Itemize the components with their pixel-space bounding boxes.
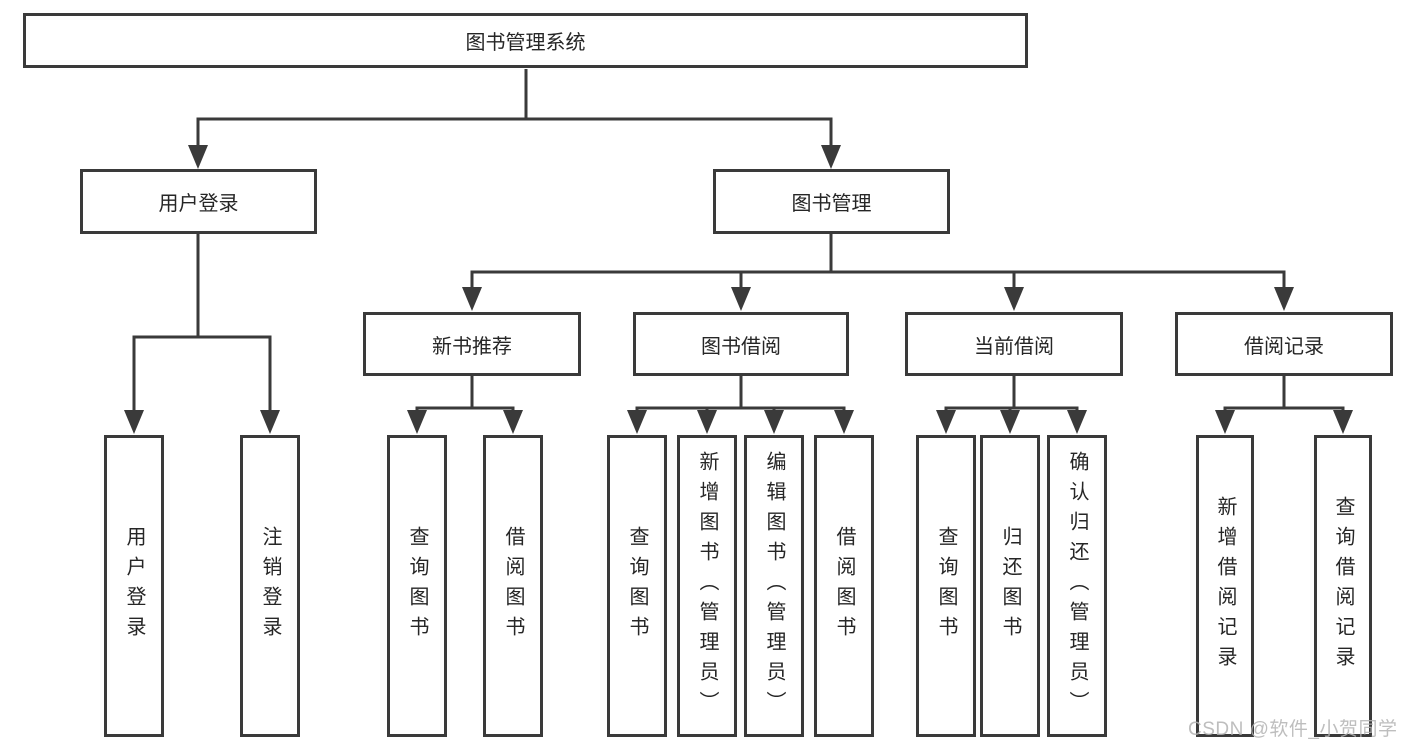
node-leaf-query-books-current: 查询图书 [916, 435, 976, 737]
node-leaf-query-books-recommend: 查询图书 [387, 435, 447, 737]
node-new-book-recommend: 新书推荐 [363, 312, 581, 376]
arrowheads [124, 145, 1353, 434]
node-leaf-edit-book-admin: 编辑图书（管理员） [744, 435, 804, 737]
node-leaf-logout: 注销登录 [240, 435, 300, 737]
node-leaf-confirm-return-admin: 确认归还（管理员） [1047, 435, 1107, 737]
node-book-management: 图书管理 [713, 169, 950, 234]
csdn-watermark: CSDN @软件_小贺同学 [1188, 719, 1398, 740]
node-user-login: 用户登录 [80, 169, 317, 234]
node-leaf-add-borrow-record: 新增借阅记录 [1196, 435, 1254, 737]
node-current-borrowing: 当前借阅 [905, 312, 1123, 376]
node-book-borrowing: 图书借阅 [633, 312, 849, 376]
node-leaf-borrow-books-recommend: 借阅图书 [483, 435, 543, 737]
node-leaf-return-book: 归还图书 [980, 435, 1040, 737]
node-root-library-system: 图书管理系统 [23, 13, 1028, 68]
node-leaf-user-login: 用户登录 [104, 435, 164, 737]
node-leaf-query-borrow-record: 查询借阅记录 [1314, 435, 1372, 737]
node-leaf-borrow-book: 借阅图书 [814, 435, 874, 737]
node-borrowing-records: 借阅记录 [1175, 312, 1393, 376]
node-leaf-add-book-admin: 新增图书（管理员） [677, 435, 737, 737]
node-leaf-query-books-borrowing: 查询图书 [607, 435, 667, 737]
